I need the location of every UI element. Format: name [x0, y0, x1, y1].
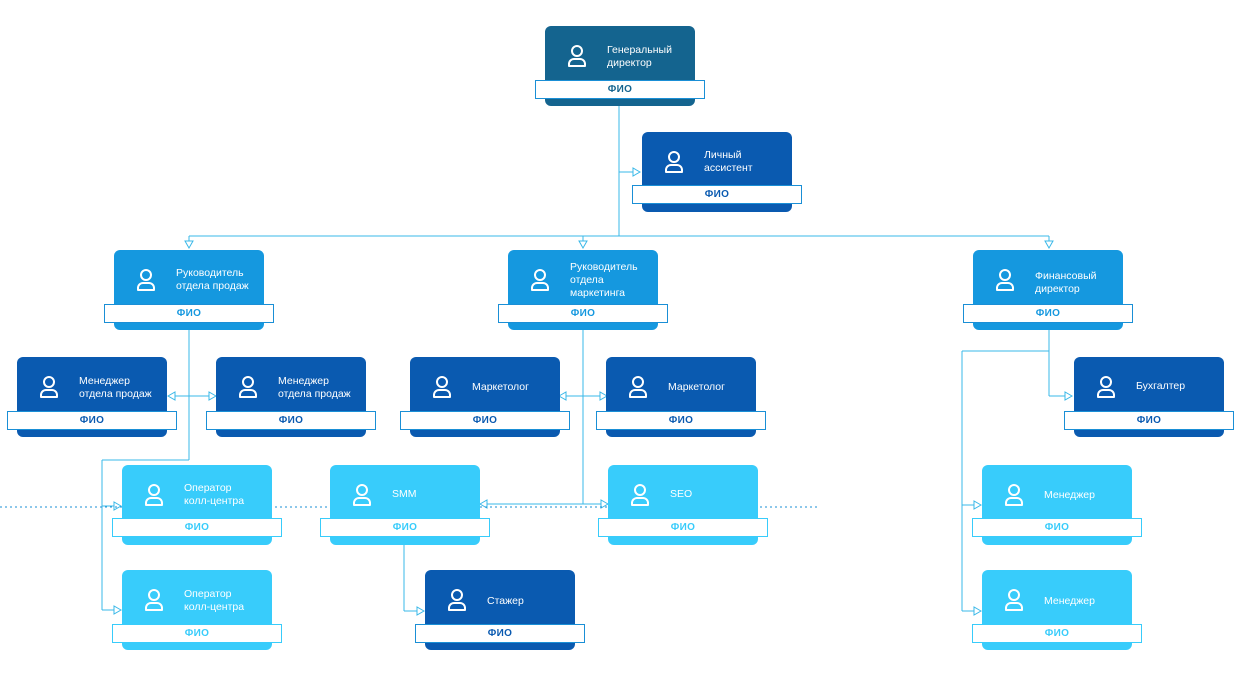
node-name-field: ФИО: [632, 185, 802, 204]
arrow-head: [632, 167, 642, 177]
arrow-head: [578, 240, 588, 250]
node-name-field: ФИО: [498, 304, 668, 323]
user-icon: [996, 269, 1014, 291]
user-icon: [145, 484, 163, 506]
node-name-field: ФИО: [972, 518, 1142, 537]
user-icon: [433, 376, 451, 398]
user-icon: [40, 376, 58, 398]
node-name-field: ФИО: [7, 411, 177, 430]
node-title: Оператор колл-центра: [184, 482, 245, 507]
arrow-head: [557, 391, 567, 401]
user-icon: [1005, 484, 1023, 506]
arrow-head: [599, 391, 609, 401]
node-name-field: ФИО: [596, 411, 766, 430]
node-title: Генеральный директор: [607, 44, 672, 69]
node-title: Бухгалтер: [1136, 380, 1186, 392]
node-name-field: ФИО: [320, 518, 490, 537]
user-icon: [239, 376, 257, 398]
user-icon: [665, 151, 683, 173]
user-icon: [631, 484, 649, 506]
arrow-head: [208, 391, 218, 401]
arrow-head: [113, 501, 123, 511]
arrow-head: [166, 391, 176, 401]
user-icon: [568, 45, 586, 67]
arrow-head: [973, 606, 983, 616]
node-title: Стажер: [487, 595, 524, 607]
arrow-head: [184, 240, 194, 250]
arrow-head: [600, 499, 610, 509]
node-name-field: ФИО: [112, 624, 282, 643]
node-title: SEO: [670, 488, 693, 500]
node-name-field: ФИО: [598, 518, 768, 537]
arrow-head: [478, 499, 488, 509]
node-title: Маркетолог: [668, 381, 725, 393]
node-name-field: ФИО: [1064, 411, 1234, 430]
user-icon: [531, 269, 549, 291]
arrow-head: [416, 606, 426, 616]
node-title: Менеджер отдела продаж: [278, 375, 351, 400]
node-name-field: ФИО: [400, 411, 570, 430]
arrow-head: [1044, 240, 1054, 250]
node-title: Менеджер: [1044, 489, 1095, 501]
arrow-head: [113, 605, 123, 615]
node-name-field: ФИО: [112, 518, 282, 537]
node-title: Личный ассистент: [704, 149, 753, 174]
node-name-field: ФИО: [535, 80, 705, 99]
node-title: Финансовый директор: [1035, 270, 1097, 295]
node-title: Руководитель отдела маркетинга: [570, 261, 638, 299]
user-icon: [137, 269, 155, 291]
node-name-field: ФИО: [963, 304, 1133, 323]
user-icon: [1005, 589, 1023, 611]
user-icon: [353, 484, 371, 506]
node-title: Менеджер отдела продаж: [79, 375, 152, 400]
arrow-head: [973, 500, 983, 510]
node-name-field: ФИО: [972, 624, 1142, 643]
user-icon: [629, 376, 647, 398]
node-title: Менеджер: [1044, 595, 1095, 607]
node-name-field: ФИО: [415, 624, 585, 643]
node-name-field: ФИО: [104, 304, 274, 323]
arrow-head: [1064, 391, 1074, 401]
user-icon: [145, 589, 163, 611]
node-title: Оператор колл-центра: [184, 588, 245, 613]
user-icon: [448, 589, 466, 611]
user-icon: [1097, 376, 1115, 398]
node-title: Маркетолог: [472, 381, 529, 393]
node-title: Руководитель отдела продаж: [176, 267, 249, 292]
node-title: SMM: [392, 488, 417, 500]
node-name-field: ФИО: [206, 411, 376, 430]
